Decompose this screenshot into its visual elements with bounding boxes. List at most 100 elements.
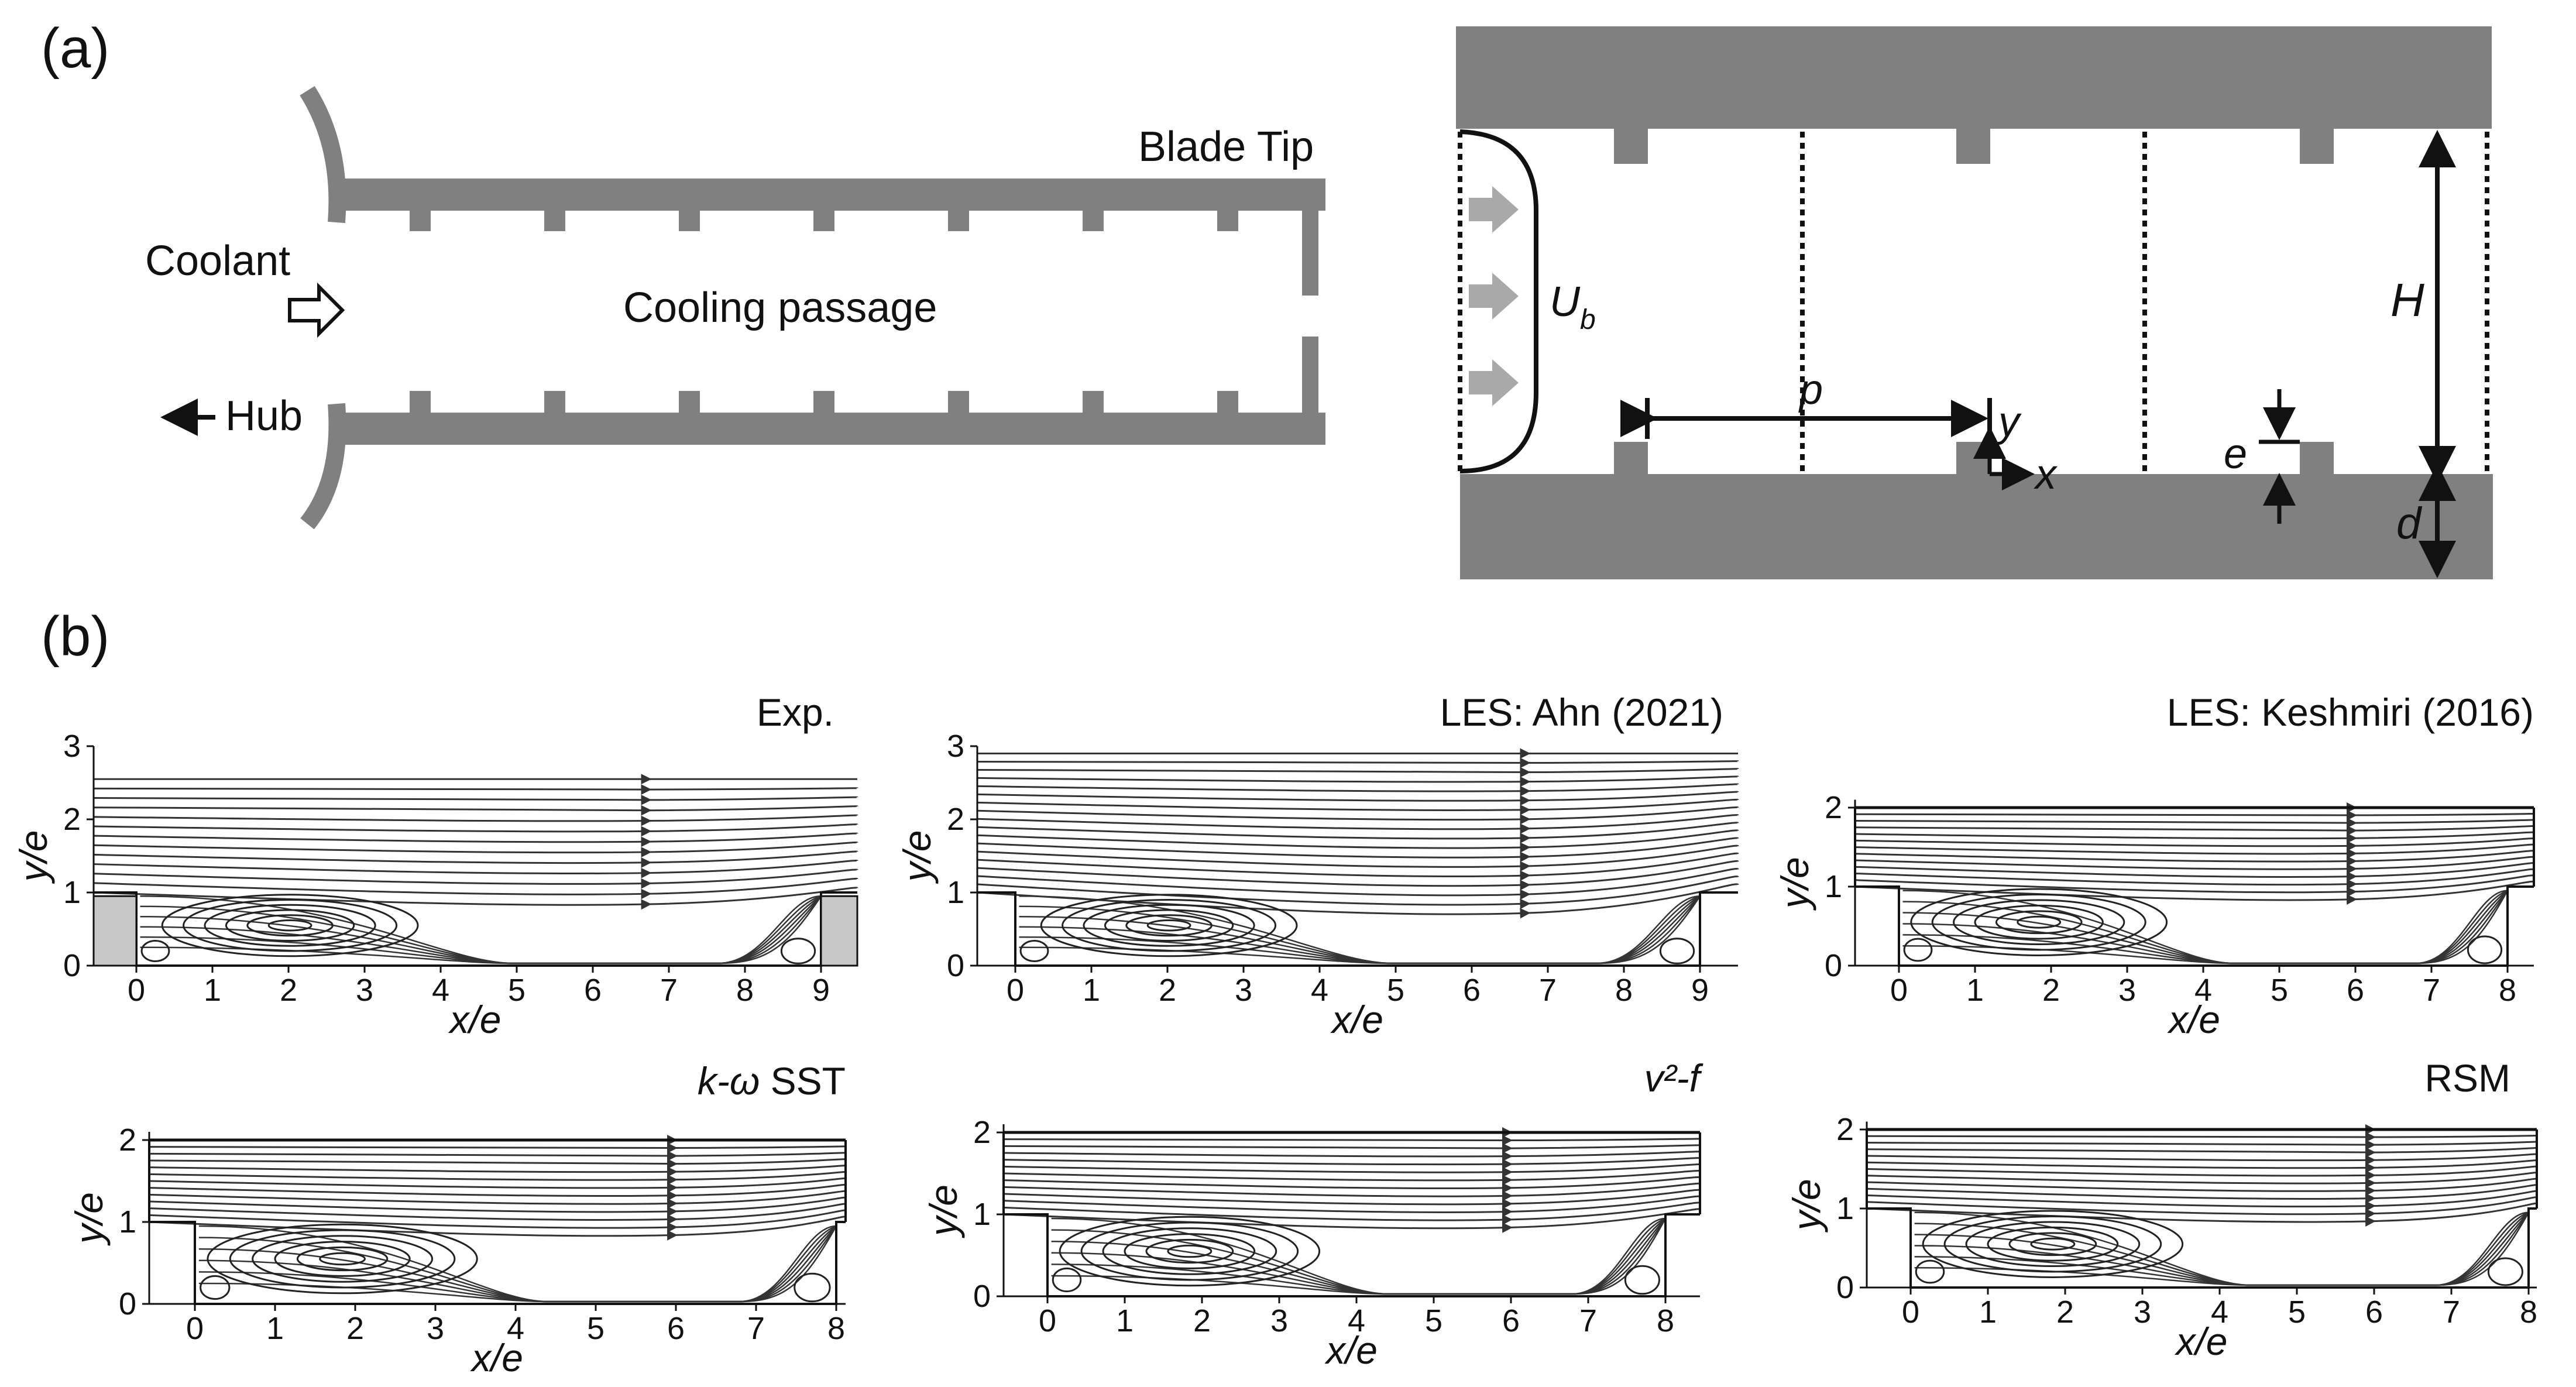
streamline — [1003, 1169, 1701, 1186]
streamline — [1866, 1172, 2538, 1189]
panel-a-label: (a) — [41, 17, 109, 80]
y-tick-label: 2 — [119, 1122, 136, 1158]
vortex-ring — [1987, 1226, 2119, 1262]
streamline — [1866, 1153, 2538, 1166]
corner-vortex — [1624, 1265, 1660, 1295]
channel-top-wall — [1456, 26, 2492, 129]
panel-title-text: RSM — [2424, 1056, 2510, 1100]
x-tick-label: 1 — [266, 1311, 284, 1346]
streamline — [977, 852, 1739, 881]
streamline — [977, 775, 1739, 787]
y-tick-label: 2 — [947, 802, 964, 837]
panel-title: LES: Keshmiri (2016) — [2167, 691, 2534, 734]
channel-top-ribs — [1614, 126, 2334, 164]
vortex-ring — [1059, 1216, 1321, 1287]
y-tick-label: 0 — [947, 948, 964, 983]
x-tick-label: 2 — [2056, 1295, 2074, 1330]
panel-title: k-ω SST — [698, 1059, 846, 1103]
y-tick-label: 0 — [973, 1279, 991, 1314]
x-tick-label: 4 — [1348, 1303, 1365, 1338]
corner-vortex — [794, 1272, 831, 1303]
streamline — [1854, 862, 2535, 882]
x-tick-label: 8 — [1657, 1303, 1674, 1338]
vortex-ring — [267, 919, 312, 932]
x-tick-label: 0 — [186, 1311, 204, 1346]
lower-curved-wall — [300, 403, 346, 530]
x-axis-title: x/e — [1324, 1328, 1378, 1372]
x-tick-label: 6 — [584, 973, 602, 1008]
x-tick-label: 8 — [736, 973, 754, 1008]
vortex-ring — [225, 909, 355, 942]
panel-title-text: LES: Ahn (2021) — [1440, 691, 1723, 734]
streamline — [1003, 1135, 1701, 1146]
vortex-ring — [1040, 894, 1298, 957]
vortex-ring — [1080, 1221, 1299, 1281]
panel-title: v²-f — [1644, 1056, 1704, 1100]
x-tick-label: 4 — [2194, 973, 2212, 1008]
panel-title-italic: k-ω — [698, 1059, 760, 1103]
streamline — [93, 842, 858, 858]
velocity-profile-curve — [1459, 129, 1538, 473]
streamline — [149, 1216, 847, 1241]
x-tick-label: 8 — [2499, 973, 2516, 1008]
y-tick-label: 1 — [947, 875, 964, 910]
hub-label: Hub — [225, 393, 303, 440]
streamline — [1003, 1157, 1701, 1170]
streamline — [93, 805, 858, 816]
vortex-ring — [183, 899, 398, 952]
vortex-ring — [1146, 919, 1191, 932]
y-tick-label: 1 — [119, 1204, 136, 1240]
streamline — [149, 1142, 847, 1153]
streamline — [149, 1203, 847, 1225]
y-tick-label: 0 — [1836, 1270, 1854, 1305]
pitch-label: p — [1798, 366, 1823, 413]
y-axis-title: y/e — [12, 830, 55, 884]
streamline — [977, 822, 1739, 844]
vortex-ring — [161, 894, 419, 957]
bottom-ribs — [410, 391, 1238, 414]
streamline — [1854, 810, 2535, 821]
streamline — [93, 794, 858, 805]
corner-vortex — [780, 938, 816, 964]
vortex-ring — [2008, 1232, 2097, 1256]
rib-right-shade — [820, 895, 858, 967]
x-tick-label: 1 — [1083, 973, 1100, 1008]
streamline — [93, 784, 858, 795]
streamline — [1854, 868, 2535, 890]
x-tick-label: 5 — [1387, 973, 1404, 1008]
x-axis-title: x/e — [2174, 1320, 2227, 1363]
x-axis-title: x/e — [448, 998, 501, 1041]
vortex-ring — [1974, 904, 2104, 940]
x-tick-label: 7 — [747, 1311, 765, 1346]
streamline — [977, 798, 1739, 815]
x-axis-title: x/e — [1330, 998, 1383, 1041]
blade-tip-label: Blade Tip — [1138, 123, 1314, 170]
streamline — [93, 868, 858, 889]
corner-vortex — [2467, 935, 2503, 964]
streamline — [1866, 1196, 2538, 1219]
y-tick-label: 1 — [1825, 869, 1842, 904]
rib-left-shade — [92, 895, 138, 967]
x-tick-label: 3 — [427, 1311, 444, 1346]
panel-b-label: (b) — [41, 605, 109, 668]
streamline — [1003, 1143, 1701, 1154]
vortex-ring — [1167, 1244, 1213, 1258]
streamline — [149, 1165, 847, 1177]
x-tick-label: 5 — [1425, 1303, 1442, 1338]
y-tick-label: 0 — [63, 948, 81, 983]
panel-title: LES: Ahn (2021) — [1440, 691, 1723, 734]
streamline — [977, 837, 1739, 863]
coolant-arrow-icon — [288, 282, 345, 338]
x-tick-label: 6 — [1502, 1303, 1520, 1338]
streamline — [1854, 843, 2535, 859]
y-axis-title: y/e — [922, 1185, 965, 1238]
top-ribs — [410, 208, 1238, 231]
x-tick-label: 1 — [1966, 973, 1984, 1008]
streamline — [93, 877, 858, 900]
y-axis-title: y/e — [1773, 857, 1816, 911]
top-wall — [336, 178, 1325, 211]
streamline — [977, 791, 1739, 806]
panel-title-italic: v²-f — [1644, 1056, 1704, 1100]
streamline — [1854, 856, 2535, 874]
